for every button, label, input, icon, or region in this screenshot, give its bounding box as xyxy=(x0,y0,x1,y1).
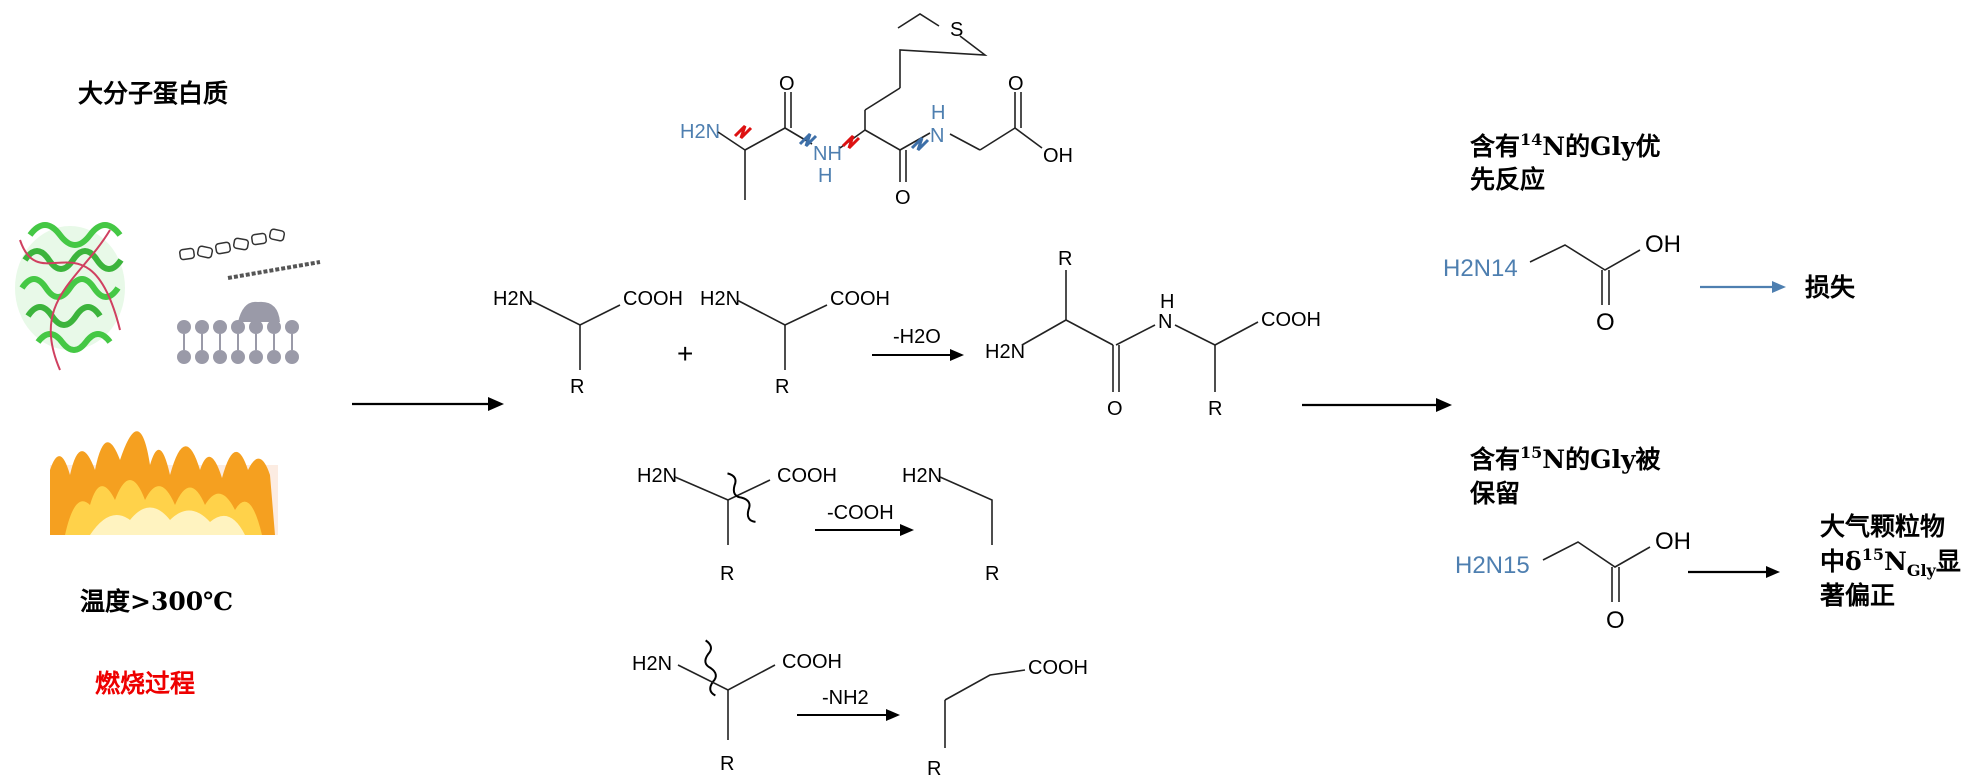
svg-text:O: O xyxy=(1606,607,1625,634)
cleave-mark-red-2 xyxy=(841,134,861,150)
peptide-o3: O xyxy=(1008,73,1024,95)
main-arrow-1 xyxy=(352,397,504,411)
svg-text:R: R xyxy=(927,758,941,775)
svg-text:COOH: COOH xyxy=(1028,657,1088,679)
peptide-nh1: NH xyxy=(813,143,842,165)
peptide-n2: N xyxy=(930,125,944,147)
bond-break-squiggle-1 xyxy=(727,472,756,523)
minus-water-label: -H2O xyxy=(893,326,941,348)
svg-text:OH: OH xyxy=(1655,528,1691,555)
result-line1: 大气颗粒物 xyxy=(1820,512,1945,541)
macro-protein-label: 大分子蛋白质 xyxy=(78,79,228,108)
protein-ribbon-icon xyxy=(15,222,125,371)
loss-arrow xyxy=(1700,281,1786,293)
peptide-oh: OH xyxy=(1043,145,1073,167)
peptide-h1: H xyxy=(818,165,832,187)
svg-text:R: R xyxy=(1058,248,1072,270)
svg-text:H2N: H2N xyxy=(493,288,533,310)
svg-text:H2N: H2N xyxy=(985,341,1025,363)
gly15-label-line2: 保留 xyxy=(1469,479,1520,508)
svg-text:H2N: H2N xyxy=(637,465,677,487)
svg-text:O: O xyxy=(1107,398,1123,420)
svg-text:COOH: COOH xyxy=(1261,309,1321,331)
tripeptide-structure: S H2N O NH H O H N O OH xyxy=(680,13,1073,209)
cleave-mark-blue-2 xyxy=(910,136,930,152)
gly14-structure: H2N14 OH O xyxy=(1443,231,1681,336)
svg-text:OH: OH xyxy=(1645,231,1681,258)
minus-nh2-label: -NH2 xyxy=(822,687,869,709)
cleave-mark-blue-1 xyxy=(798,132,818,148)
svg-text:COOH: COOH xyxy=(777,465,837,487)
deamination-reaction: H2N R COOH -NH2 COOH R xyxy=(632,639,1088,775)
condensation-reaction: H2N R COOH + H2N R COOH -H2O R H2N O H N… xyxy=(493,248,1321,420)
gly14-label-line2: 先反应 xyxy=(1470,165,1545,194)
lipid-membrane-icon xyxy=(177,301,299,364)
svg-text:R: R xyxy=(985,563,999,585)
cleave-mark-red-1 xyxy=(733,124,753,140)
result-line3: 著偏正 xyxy=(1820,581,1895,610)
main-arrow-2 xyxy=(1302,398,1452,412)
flame-icon xyxy=(50,431,278,535)
svg-text:R: R xyxy=(720,753,734,775)
svg-text:COOH: COOH xyxy=(782,651,842,673)
svg-text:R: R xyxy=(1208,398,1222,420)
svg-text:R: R xyxy=(570,376,584,398)
svg-text:COOH: COOH xyxy=(623,288,683,310)
svg-text:H2N: H2N xyxy=(632,653,672,675)
svg-text:H2N14: H2N14 xyxy=(1443,255,1518,282)
loss-label: 损失 xyxy=(1805,273,1856,302)
peptide-h2: H xyxy=(931,102,945,124)
svg-text:N: N xyxy=(1158,311,1172,333)
svg-text:COOH: COOH xyxy=(830,288,890,310)
bond-break-squiggle-2 xyxy=(704,639,717,697)
svg-text:R: R xyxy=(720,563,734,585)
peptide-o1: O xyxy=(779,73,795,95)
decarboxylation-reaction: H2N R COOH -COOH H2N R xyxy=(637,465,999,585)
svg-text:H2N: H2N xyxy=(902,465,942,487)
svg-text:H2N: H2N xyxy=(700,288,740,310)
gly15-label-line1: 含有15N的Gly被 xyxy=(1470,443,1661,474)
svg-text:H2N15: H2N15 xyxy=(1455,552,1530,579)
temperature-label: 温度>300℃ xyxy=(80,587,233,616)
peptide-sulfur: S xyxy=(950,19,963,41)
gly14-label-line1: 含有14N的Gly优 xyxy=(1470,130,1661,161)
retain-arrow xyxy=(1688,566,1780,578)
result-line2: 中δ15NGly显 xyxy=(1820,545,1961,580)
svg-text:R: R xyxy=(775,376,789,398)
svg-text:H: H xyxy=(1160,291,1174,313)
peptide-h2n: H2N xyxy=(680,121,720,143)
polypeptide-chain-icon xyxy=(179,228,321,280)
minus-cooh-label: -COOH xyxy=(827,502,894,524)
gly15-structure: H2N15 OH O xyxy=(1455,528,1691,634)
combustion-label: 燃烧过程 xyxy=(95,669,195,698)
svg-text:O: O xyxy=(1596,309,1615,336)
plus-sign: + xyxy=(677,338,693,369)
peptide-o2: O xyxy=(895,187,911,209)
